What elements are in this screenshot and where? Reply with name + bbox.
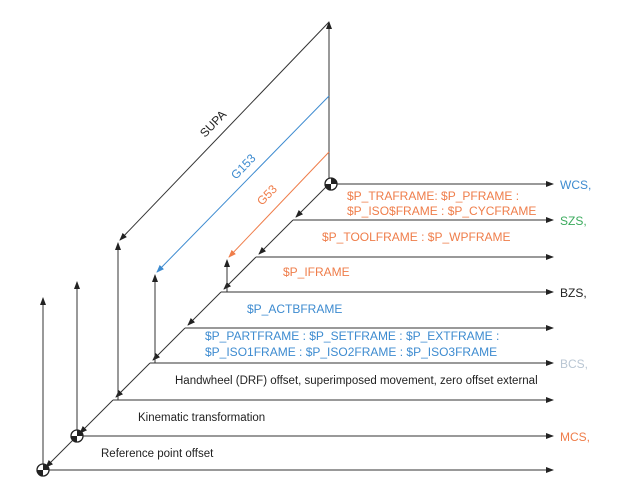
- partframe-text-2: $P_ISO1FRAME : $P_ISO2FRAME : $P_ISO3FRA…: [205, 345, 497, 359]
- bzs-label: BZS,: [560, 286, 587, 300]
- szs-label: SZS,: [560, 214, 587, 228]
- g153-label: G153: [228, 151, 259, 182]
- supa-arrow: [119, 21, 330, 241]
- horizontal-axes: [43, 181, 554, 473]
- traframe-text-1: $P_TRAFRAME: $P_PFRAME :: [347, 189, 519, 203]
- base-origin-icon: [36, 463, 50, 477]
- vertical-axes: [40, 21, 332, 470]
- wcs-origin-icon: [324, 177, 338, 191]
- kinematic-text: Kinematic transformation: [138, 412, 265, 424]
- wcs-label: WCS,: [560, 178, 591, 192]
- supa-label: SUPA: [197, 107, 229, 140]
- iframe-text: $P_IFRAME: [283, 265, 350, 279]
- toolframe-text: $P_TOOLFRAME : $P_WPFRAME: [322, 230, 511, 244]
- g153-arrow: [156, 95, 330, 273]
- diagonal-axes: [45, 183, 330, 468]
- traframe-text-2: $P_ISO$FRAME : $P_CYCFRAME: [347, 204, 536, 218]
- handwheel-text: Handwheel (DRF) offset, superimposed mov…: [175, 375, 538, 387]
- actbframe-text: $P_ACTBFRAME: [247, 302, 342, 316]
- partframe-text-1: $P_PARTFRAME : $P_SETFRAME : $P_EXTFRAME…: [205, 329, 499, 343]
- bcs-label: BCS,: [560, 357, 588, 371]
- reference-text: Reference point offset: [101, 448, 214, 460]
- mcs-origin-icon: [70, 429, 84, 443]
- g53-arrow: [228, 151, 330, 258]
- mcs-label: MCS,: [560, 430, 590, 444]
- g53-label: G53: [254, 182, 280, 208]
